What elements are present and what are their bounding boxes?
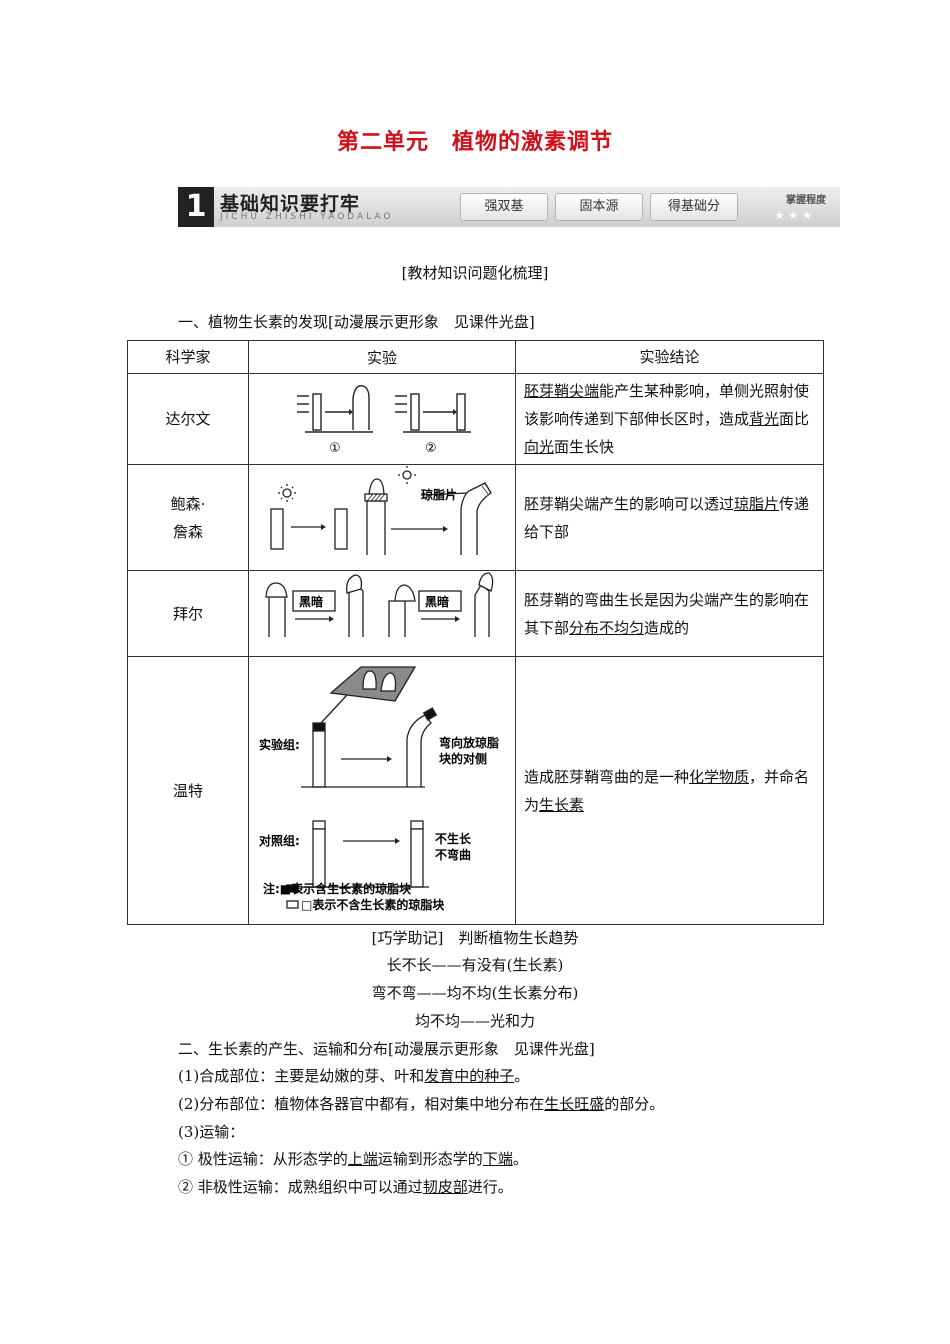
experiment-group-label: 实验组: bbox=[259, 737, 300, 752]
conclusion-paal: 胚芽鞘的弯曲生长是因为尖端产生的影响在其下部分布不均匀造成的 bbox=[515, 570, 824, 657]
conclusion-keyword: 分布不均匀 bbox=[569, 618, 645, 637]
list-item: (2)分布部位：植物体各器官中都有，相对集中地分布在生长旺盛的部分。 bbox=[178, 1093, 664, 1114]
item-text: 运输到形态学的 bbox=[377, 1150, 483, 1168]
section-heading: [教材知识问题化梳理] bbox=[401, 264, 549, 282]
conclusion-keyword: 向光 bbox=[524, 438, 555, 456]
score-button[interactable]: 得基础分 bbox=[650, 193, 738, 221]
item-text: 进行。 bbox=[467, 1178, 513, 1196]
darwin-label-1: ① bbox=[329, 441, 341, 456]
page-title: 第二单元 植物的激素调节 bbox=[336, 129, 613, 155]
conclusion-keyword: 背光 bbox=[749, 410, 780, 428]
conclusion-text: 传递给下部 bbox=[524, 494, 810, 541]
item-text: 。 bbox=[514, 1067, 530, 1085]
darwin-label-2: ② bbox=[425, 441, 437, 456]
list-item: ② 非极性运输：成熟组织中可以通过韧皮部进行。 bbox=[178, 1176, 513, 1197]
item-text: 的部分。 bbox=[604, 1095, 665, 1113]
conclusion-text: 造成胚芽鞘弯曲的是一种 bbox=[524, 767, 690, 786]
scientist-darwin: 达尔文 bbox=[127, 373, 249, 465]
conclusion-text: 胚芽鞘尖端产生的影响可以透过 bbox=[524, 494, 735, 513]
banner-number: 1 bbox=[178, 187, 214, 227]
table-row: 达尔文 ① ② bbox=[127, 373, 824, 465]
legend-note: □表示不含生长素的琼脂块 bbox=[301, 897, 445, 912]
legend-note: 注:■表示含生长素的琼脂块 bbox=[263, 881, 412, 896]
conclusion-darwin: 胚芽鞘尖端能产生某种影响，单侧光照射使该影响传递到下部伸长区时，造成背光面比向光… bbox=[515, 373, 824, 465]
control-group-label: 对照组: bbox=[259, 833, 300, 848]
dark-label-1: 黑暗 bbox=[299, 594, 323, 609]
item-keyword: 发育中的种子 bbox=[424, 1067, 515, 1085]
part2-heading: 二、生长素的产生、运输和分布[动漫展示更形象 见课件光盘] bbox=[178, 1040, 595, 1058]
list-item: (3)运输： bbox=[178, 1123, 245, 1141]
conclusion-boysen-jensen: 胚芽鞘尖端产生的影响可以透过琼脂片传递给下部 bbox=[515, 464, 824, 571]
paal-diagram: 黑暗 黑暗 bbox=[248, 570, 516, 657]
scientist-boysen-jensen: 鲍森· 詹森 bbox=[127, 464, 249, 571]
table-header-row: 科学家 实验 实验结论 bbox=[127, 340, 824, 374]
mastery-label: 掌握程度 bbox=[786, 195, 826, 206]
tips-line: 弯不弯——均不均(生长素分布) bbox=[371, 984, 579, 1002]
table-row: 温特 bbox=[127, 656, 824, 925]
dark-label-2: 黑暗 bbox=[425, 594, 449, 609]
banner-pinyin: JICHU ZHISHI YAODALAO bbox=[220, 212, 394, 222]
scientist-paal: 拜尔 bbox=[127, 570, 249, 657]
scientist-name-line: 詹森 bbox=[172, 522, 203, 541]
agar-sheet-label: 琼脂片 bbox=[421, 487, 457, 502]
darwin-diagram: ① ② bbox=[248, 373, 516, 465]
item-text: 。 bbox=[512, 1150, 528, 1168]
item-keyword: 上端 bbox=[347, 1150, 378, 1168]
item-text: (2)分布部位：植物体各器官中都有，相对集中地分布在 bbox=[178, 1095, 545, 1113]
header-experiment: 实验 bbox=[248, 340, 516, 374]
item-keyword: 生长旺盛 bbox=[544, 1095, 605, 1113]
tips-line: 长不长——有没有(生长素) bbox=[386, 956, 564, 974]
item-text: ① 极性运输：从形态学的 bbox=[178, 1150, 348, 1168]
discovery-table: 科学家 实验 实验结论 达尔文 bbox=[127, 340, 824, 925]
tips-heading: [巧学助记] 判断植物生长趋势 bbox=[371, 929, 579, 947]
header-conclusion: 实验结论 bbox=[515, 340, 824, 374]
conclusion-keyword: 化学物质 bbox=[689, 767, 750, 786]
conclusion-keyword: 胚芽鞘尖端 bbox=[524, 382, 600, 400]
scientist-name-line: 鲍森· bbox=[170, 494, 206, 513]
experiment-result-line: 块的对侧 bbox=[439, 751, 487, 766]
header-scientist: 科学家 bbox=[127, 340, 249, 374]
conclusion-text: 面生长快 bbox=[554, 438, 615, 456]
part1-heading: 一、植物生长素的发现[动漫展示更形象 见课件光盘] bbox=[178, 313, 535, 331]
boysen-jensen-diagram: 琼脂片 bbox=[248, 464, 516, 571]
conclusion-text: 能产生某种影响，单侧光照射使该影响传递到下部伸长区时，造成 bbox=[524, 382, 810, 428]
item-text: (1)合成部位：主要是幼嫩的芽、叶和 bbox=[178, 1067, 425, 1085]
conclusion-text: 造成的 bbox=[644, 618, 690, 637]
banner-heading: 基础知识要打牢 bbox=[220, 193, 361, 215]
went-diagram: 实验组: 弯向放琼脂 块的对侧 对照组: 不生长 不弯曲 注:■表示含生长素的琼… bbox=[248, 656, 516, 925]
tips-line: 均不均——光和力 bbox=[414, 1012, 535, 1030]
table-row: 鲍森· 詹森 bbox=[127, 464, 824, 571]
table-row: 拜尔 黑暗 bbox=[127, 570, 824, 657]
conclusion-keyword: 生长素 bbox=[539, 795, 585, 814]
scientist-went: 温特 bbox=[127, 656, 249, 925]
conclusion-went: 造成胚芽鞘弯曲的是一种化学物质，并命名为生长素 bbox=[515, 656, 824, 925]
conclusion-keyword: 琼脂片 bbox=[734, 494, 780, 513]
consolidate-button[interactable]: 固本源 bbox=[555, 193, 643, 221]
item-keyword: 下端 bbox=[482, 1150, 513, 1168]
conclusion-text: 胚芽鞘的弯曲生长是因为尖端产生的影响在其下部 bbox=[524, 590, 810, 637]
item-keyword: 韧皮部 bbox=[422, 1178, 468, 1196]
item-text: ② 非极性运输：成熟组织中可以通过 bbox=[178, 1178, 423, 1196]
control-result-line: 不弯曲 bbox=[435, 847, 471, 862]
section-banner: 1 基础知识要打牢 JICHU ZHISHI YAODALAO 强双基 固本源 … bbox=[178, 187, 840, 227]
strengthen-button[interactable]: 强双基 bbox=[460, 193, 548, 221]
experiment-result-line: 弯向放琼脂 bbox=[439, 735, 499, 750]
conclusion-text: ，并命名为 bbox=[524, 767, 810, 814]
list-item: (1)合成部位：主要是幼嫩的芽、叶和发育中的种子。 bbox=[178, 1065, 529, 1086]
control-result-line: 不生长 bbox=[435, 831, 472, 846]
list-item: ① 极性运输：从形态学的上端运输到形态学的下端。 bbox=[178, 1148, 528, 1169]
star-icon: ★★★ bbox=[774, 209, 816, 222]
conclusion-text: 面比 bbox=[779, 410, 810, 428]
